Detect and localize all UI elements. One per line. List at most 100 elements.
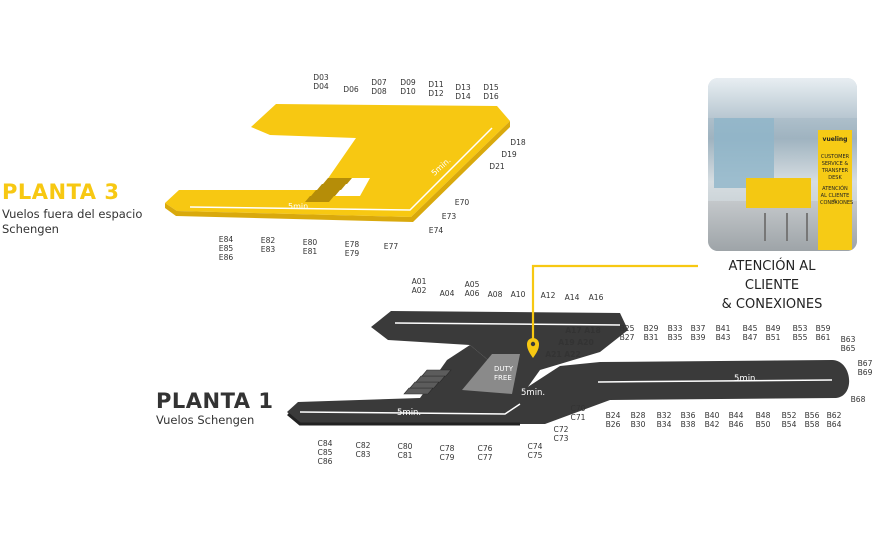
- gate-code: A02: [412, 286, 427, 295]
- gate-code: B68: [851, 395, 866, 404]
- floor3-gate-label: D21: [489, 162, 505, 171]
- gate-code: B35: [668, 333, 683, 342]
- gate-code: D12: [428, 89, 444, 98]
- gate-code: C86: [318, 457, 333, 466]
- photo-service-totem: vueling CUSTOMER SERVICE & TRANSFER DESK…: [818, 130, 853, 250]
- duty-free-label-1: DUTY: [494, 365, 514, 373]
- photo-window: [714, 118, 774, 188]
- gate-code: D13: [455, 83, 471, 92]
- floor1-gate-label: A17 A18: [565, 326, 601, 335]
- gate-code: E70: [455, 198, 470, 207]
- gate-code: E84: [219, 235, 234, 244]
- gate-code: B65: [841, 344, 856, 353]
- gate-code: B56: [805, 411, 820, 420]
- floor3-gate-label: D18: [510, 138, 526, 147]
- photo-stanchion: [806, 213, 808, 241]
- totem-line: AL CLIENTE &: [820, 193, 850, 205]
- floor3-walk-time-horizontal: 5min.: [288, 202, 311, 211]
- gate-code: A06: [465, 289, 480, 298]
- totem-brand: vueling: [822, 136, 848, 143]
- gate-code: B38: [681, 420, 696, 429]
- gate-code: A14: [565, 293, 580, 302]
- gate-code: B61: [816, 333, 831, 342]
- floor3-gate-label: E77: [384, 242, 399, 251]
- totem-line: TRANSFER: [821, 168, 849, 174]
- gate-code: B48: [756, 411, 771, 420]
- totem-line: DESK: [828, 175, 842, 181]
- gate-code: C81: [398, 451, 413, 460]
- gate-code: D07: [371, 78, 387, 87]
- gate-code: B24: [606, 411, 621, 420]
- floor1-gate-label: B68: [851, 395, 866, 404]
- gate-code: D11: [428, 80, 444, 89]
- gate-code: D10: [400, 87, 416, 96]
- floor1-gate-label: A12: [541, 291, 556, 300]
- floor1-gate-label: A14: [565, 293, 580, 302]
- gate-code: B53: [793, 324, 808, 333]
- gate-code: D06: [343, 85, 359, 94]
- gate-code: C83: [356, 450, 371, 459]
- gate-code: D21: [489, 162, 505, 171]
- gate-code: E73: [442, 212, 457, 221]
- floor1-walk-time-c: 5min.: [397, 408, 421, 418]
- floor1-b-pier: [520, 360, 850, 424]
- gate-code: C84: [318, 439, 333, 448]
- gate-code: D14: [455, 92, 471, 101]
- gate-code: D03: [313, 73, 329, 82]
- gate-code: B40: [705, 411, 720, 420]
- gate-code: B41: [716, 324, 731, 333]
- gate-code: B64: [827, 420, 842, 429]
- gate-code: D16: [483, 92, 499, 101]
- gate-code: B69: [858, 368, 873, 377]
- gate-code: B59: [816, 324, 831, 333]
- gate-code: C74: [528, 442, 543, 451]
- gate-code: C72: [554, 425, 569, 434]
- gate-code: B42: [705, 420, 720, 429]
- gate-code: B55: [793, 333, 808, 342]
- floor3-gate-label: E73: [442, 212, 457, 221]
- floor1-title: PLANTA 1: [156, 389, 274, 413]
- floor3-terminal-shape: [165, 104, 510, 222]
- gate-code: C71: [571, 413, 586, 422]
- floor3-subtitle: Vuelos fuera del espacio Schengen: [2, 207, 143, 236]
- gate-code: A12: [541, 291, 556, 300]
- floor1-gate-label: A21 A22: [545, 350, 581, 359]
- gate-code: E81: [303, 247, 318, 256]
- gate-code: B49: [766, 324, 781, 333]
- floor1-walk-time-b: 5min.: [734, 374, 758, 384]
- photo-ceiling: [708, 78, 857, 118]
- gate-code: E78: [345, 240, 360, 249]
- gate-code: B63: [841, 335, 856, 344]
- totem-line: ATENCIÓN: [822, 186, 848, 192]
- customer-service-photo: vueling CUSTOMER SERVICE & TRANSFER DESK…: [708, 78, 857, 251]
- photo-desk: [746, 178, 811, 208]
- gate-code: B25: [620, 324, 635, 333]
- gate-code: E74: [429, 226, 444, 235]
- photo-stanchion: [764, 213, 766, 241]
- floor1-gate-label: A08: [488, 290, 503, 299]
- gate-code: B33: [668, 324, 683, 333]
- gate-code: B45: [743, 324, 758, 333]
